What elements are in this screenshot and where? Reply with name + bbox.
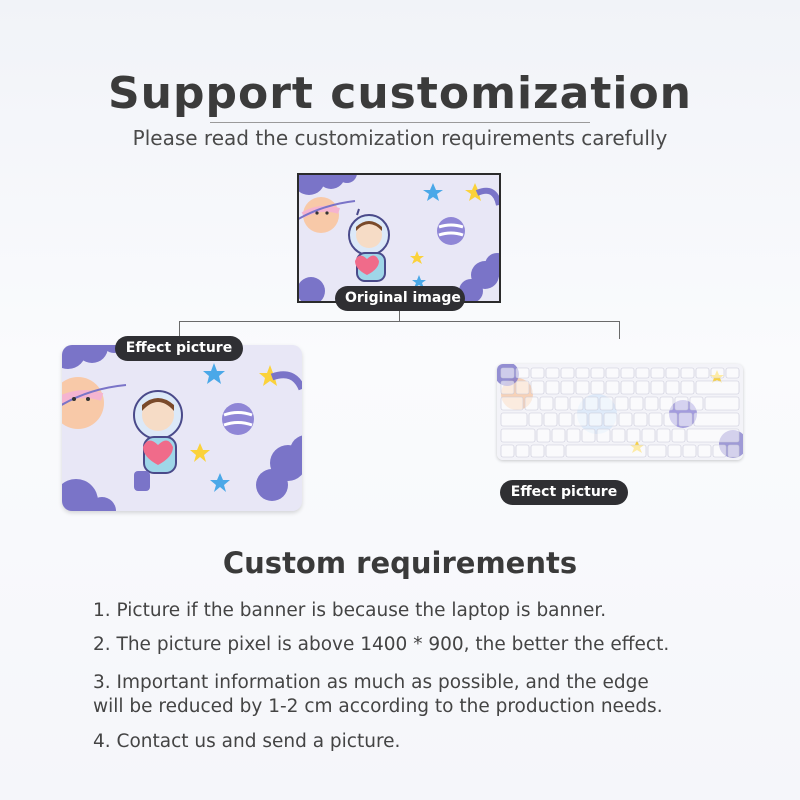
keyboard-skin-preview <box>497 364 743 460</box>
cloud-shape <box>256 435 302 501</box>
star-icon <box>210 473 230 492</box>
requirement-item: will be reduced by 1-2 cm according to t… <box>93 696 663 717</box>
purple-planet <box>437 217 465 245</box>
original-image <box>297 173 501 303</box>
star-icon <box>203 363 225 384</box>
connector-line <box>619 321 620 339</box>
page-title: Support customization <box>107 68 693 119</box>
laptop-shell-preview <box>62 345 302 511</box>
astronaut-figure <box>348 208 390 282</box>
cloud-shape <box>299 277 325 301</box>
cloud-shape <box>62 345 126 369</box>
connector-line <box>179 321 620 322</box>
cloud-shape <box>459 253 499 301</box>
original-image-label: Original image <box>335 286 465 311</box>
requirement-item: 4. Contact us and send a picture. <box>93 731 401 752</box>
astronaut-figure <box>133 390 183 491</box>
planet-shape <box>299 197 356 233</box>
star-icon <box>423 183 443 201</box>
star-icon <box>465 183 485 201</box>
cloud-shape <box>62 479 98 511</box>
page-subtitle: Please read the customization requiremen… <box>132 126 668 150</box>
requirement-item: 2. The picture pixel is above 1400 * 900… <box>93 634 670 655</box>
requirements-title: Custom requirements <box>222 546 578 580</box>
keyboard-effect-label: Effect picture <box>500 480 628 505</box>
cloud-shape <box>299 175 357 195</box>
planet-shape <box>62 377 127 429</box>
star-icon <box>412 275 426 288</box>
key-grid <box>500 367 740 458</box>
laptop-illustration <box>62 345 302 511</box>
purple-planet <box>222 403 254 435</box>
requirement-item: 3. Important information as much as poss… <box>93 672 649 693</box>
star-icon <box>259 365 281 386</box>
keyboard-illustration <box>497 364 743 460</box>
laptop-effect-label: Effect picture <box>115 336 243 361</box>
connector-line <box>179 321 180 339</box>
cloud-shape <box>88 497 116 511</box>
title-underline <box>210 122 590 123</box>
requirement-item: 1. Picture if the banner is because the … <box>93 600 607 621</box>
star-icon <box>410 251 424 264</box>
star-icon <box>190 443 210 462</box>
connector-line <box>399 311 400 321</box>
space-illustration <box>299 175 499 301</box>
